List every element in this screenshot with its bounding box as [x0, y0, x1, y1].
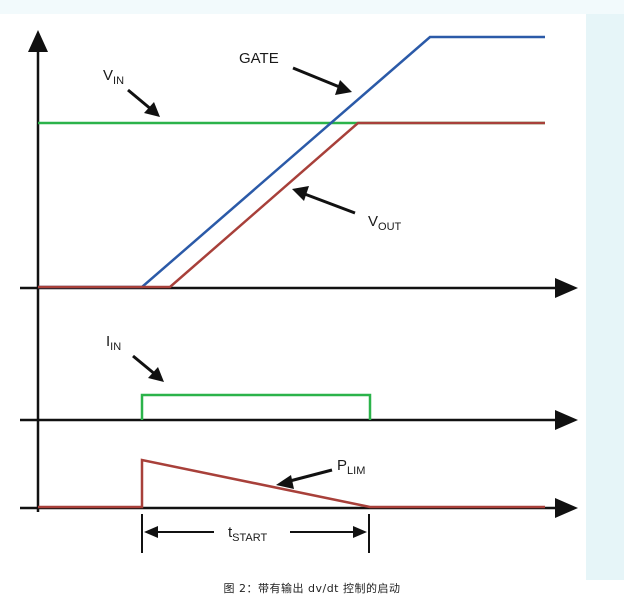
- background-strip: [586, 0, 624, 580]
- vout-pointer: [301, 191, 356, 215]
- tstart-left-arrow: [144, 526, 158, 538]
- iin-trace: [140, 393, 372, 420]
- gate-pointer-head: [335, 80, 352, 95]
- figure-caption: 图 2：带有输出 dv/dt 控制的启动: [223, 582, 401, 595]
- power-axis-arrow: [555, 498, 578, 518]
- vin-pointer-head: [144, 102, 160, 117]
- vin-pointer: [127, 88, 153, 112]
- voltage-axis-arrow: [555, 278, 578, 298]
- iin-label: IIN: [106, 333, 121, 353]
- plim-trace: [38, 458, 545, 509]
- vertical-axis-arrow: [28, 30, 48, 52]
- plim-label: PLIM: [337, 457, 365, 477]
- plim-pointer: [285, 468, 333, 484]
- vout-pointer-head: [292, 186, 309, 201]
- gate-label: GATE: [239, 50, 279, 67]
- current-axis-arrow: [555, 410, 578, 430]
- plim-pointer-head: [276, 475, 294, 489]
- gate-pointer: [292, 66, 343, 90]
- vin-label: VIN: [103, 67, 124, 87]
- vout-label: VOUT: [368, 213, 402, 233]
- tstart-right-arrow: [353, 526, 367, 538]
- tstart-label: tSTART: [228, 524, 267, 544]
- background-top-strip: [0, 0, 624, 14]
- iin-pointer: [132, 354, 157, 377]
- iin-pointer-head: [148, 367, 164, 382]
- vout-trace: [38, 121, 545, 289]
